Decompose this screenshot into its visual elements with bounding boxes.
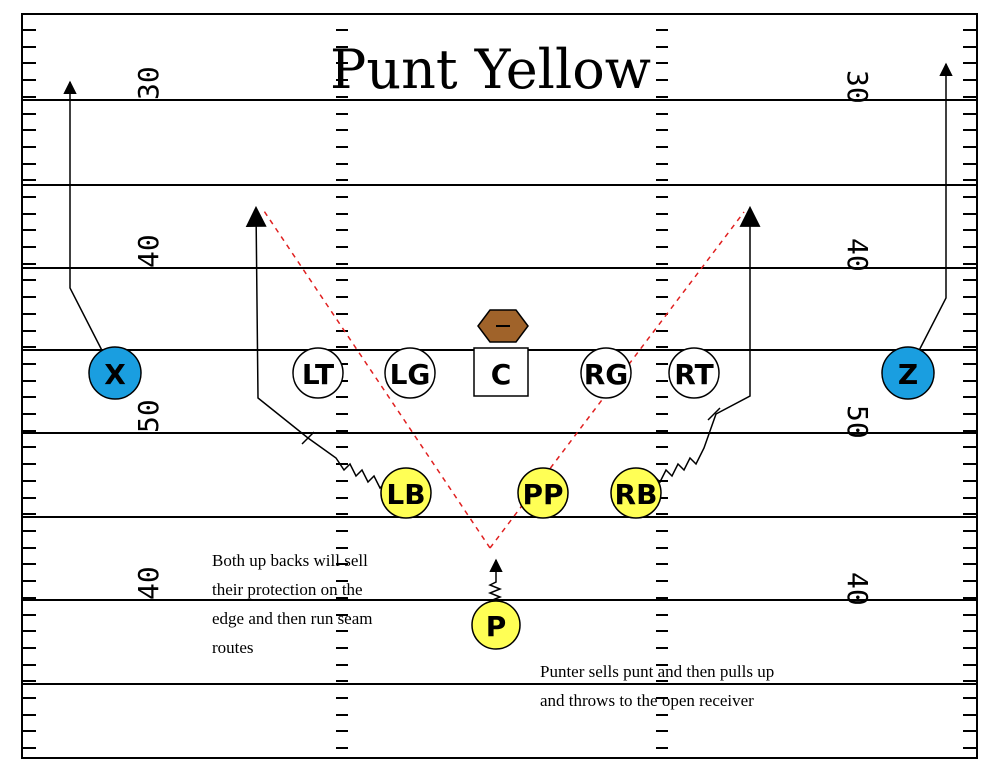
yard-number: 50 [841,405,874,439]
punter-note: Punter sells punt and then pulls up and … [540,662,774,710]
player-lt [292,347,344,399]
route-lb-block [301,431,315,445]
route-x [63,80,114,373]
player-z-label: Z [898,358,918,391]
note-line: Both up backs will sell [212,551,368,570]
route-p [487,558,503,606]
player-lg-label: LG [390,358,431,391]
yard-number: 40 [132,234,165,268]
backs-note: Both up backs will sell their protection… [212,551,373,657]
player-rb [610,467,662,519]
player-p [471,600,521,650]
route-z [907,62,953,373]
player-pp-label: PP [522,478,563,511]
player-p-label: P [486,610,507,643]
player-lt-label: LT [302,358,334,391]
route-rb-block [707,407,721,421]
note-line: their protection on the [212,580,363,599]
yard-number: 40 [841,238,874,272]
yard-number: 50 [132,399,165,433]
player-c [473,347,529,397]
note-line: and throws to the open receiver [540,691,754,710]
player-lb-label: LB [386,478,425,511]
play-title: Punt Yellow [330,38,651,101]
receivers: X Z [88,346,935,400]
yard-number: 40 [132,566,165,600]
note-line: Punter sells punt and then pulls up [540,662,774,681]
player-pp [517,467,569,519]
player-c-label: C [491,358,512,391]
player-x [88,346,142,400]
player-rt [668,347,720,399]
yard-number: 30 [132,66,165,100]
player-z [881,346,935,400]
player-x-label: X [104,358,126,391]
yard-number: 30 [841,70,874,104]
note-line: routes [212,638,254,657]
offensive-line: LT LG C RG RT [292,347,720,399]
yard-lines [22,99,977,685]
yard-numbers: 30 40 50 40 30 40 50 40 [132,66,874,605]
player-rg-label: RG [584,358,629,391]
hash-marks [22,29,977,749]
player-rb-label: RB [615,478,658,511]
player-rg [580,347,632,399]
player-lg [384,347,436,399]
player-rt-label: RT [674,358,713,391]
player-lb [380,467,432,519]
football-icon [477,309,529,343]
yard-number: 40 [841,572,874,606]
pass-left [261,207,491,549]
note-line: edge and then run seam [212,609,373,628]
backfield: LB PP RB P [380,467,662,650]
